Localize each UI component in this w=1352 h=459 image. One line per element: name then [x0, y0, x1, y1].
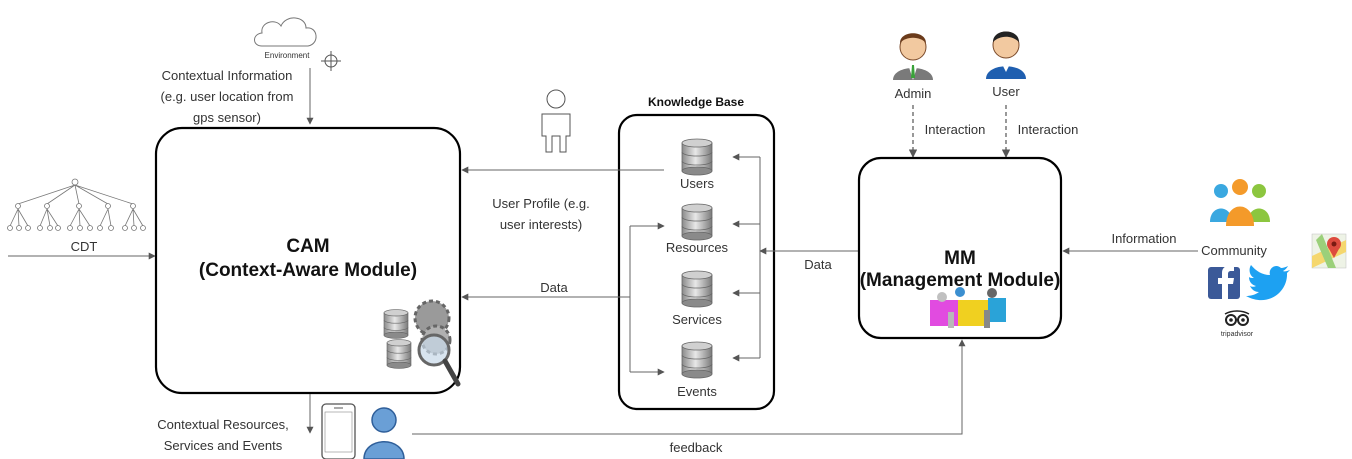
data-left-label: Data	[540, 280, 568, 295]
context-info-line-1: Contextual Information	[162, 68, 293, 83]
smartphone-icon	[321, 403, 356, 459]
knowledge-base-box	[617, 113, 776, 411]
cdt-label: CDT	[71, 239, 98, 254]
admin-avatar-icon	[893, 33, 933, 80]
database-gears-icon	[383, 299, 461, 387]
kb-resources-db-icon	[681, 203, 713, 241]
kb-input-bus	[732, 153, 761, 362]
feedback-label: feedback	[670, 440, 723, 455]
information-label: Information	[1111, 231, 1176, 246]
tripadvisor-icon	[1224, 310, 1250, 326]
kb-events-db-icon	[681, 341, 713, 379]
environment-cloud-icon	[254, 17, 317, 47]
admin-interaction-label: Interaction	[925, 122, 986, 137]
kb-item-users: Users	[680, 176, 714, 191]
tripadvisor-label: tripadvisor	[1221, 331, 1254, 338]
mm-title: MM	[944, 248, 976, 269]
user-interaction-label: Interaction	[1018, 122, 1079, 137]
community-label: Community	[1201, 243, 1267, 258]
kb-output-bus	[629, 222, 665, 376]
cam-title: CAM	[286, 236, 329, 257]
outputs-line-1: Contextual Resources,	[157, 417, 289, 432]
user-profile-line-2: user interests)	[500, 217, 582, 232]
person-outline-icon	[541, 89, 571, 153]
facebook-icon	[1208, 266, 1240, 299]
mm-subtitle: (Management Module)	[860, 270, 1061, 291]
kb-item-resources: Resources	[666, 240, 729, 255]
kb-item-services: Services	[672, 312, 722, 327]
community-people-icon	[1210, 179, 1270, 226]
puzzle-team-icon	[930, 287, 1006, 328]
mm-box	[857, 156, 1063, 340]
kb-item-events: Events	[677, 384, 717, 399]
data-right-label: Data	[804, 257, 832, 272]
outputs-line-2: Services and Events	[164, 438, 283, 453]
google-maps-icon	[1311, 233, 1347, 269]
user-label: User	[992, 84, 1020, 99]
feedback-arrow	[412, 339, 966, 435]
cam-subtitle: (Context-Aware Module)	[199, 260, 417, 281]
kb-users-db-icon	[681, 138, 713, 176]
kb-title: Knowledge Base	[648, 95, 744, 109]
cdt-tree-icon	[7, 178, 146, 231]
kb-services-db-icon	[681, 270, 713, 308]
crosshair-icon	[321, 51, 341, 71]
user-avatar-icon	[986, 31, 1026, 79]
user-profile-line-1: User Profile (e.g.	[492, 196, 590, 211]
admin-label: Admin	[895, 86, 932, 101]
context-info-line-2: (e.g. user location from	[161, 89, 294, 104]
twitter-icon	[1246, 265, 1290, 301]
context-info-line-3: gps sensor)	[193, 110, 261, 125]
mobile-user-icon	[363, 407, 405, 459]
environment-label: Environment	[265, 51, 311, 60]
